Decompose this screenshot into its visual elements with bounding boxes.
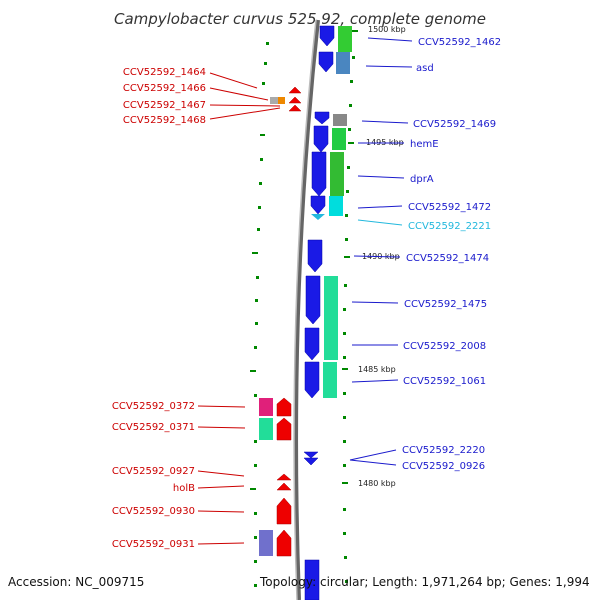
label-2220[interactable]: CCV52592_2220 (402, 445, 485, 456)
cds-2221-reverse[interactable] (311, 214, 325, 220)
cds-0372-forward[interactable] (276, 397, 292, 417)
genome-backbone-highlight (293, 19, 317, 600)
cds-1061-reverse[interactable] (304, 361, 320, 399)
cds-0931-forward[interactable] (276, 529, 292, 557)
cog-1061 (323, 362, 337, 398)
cds-holB-forward[interactable] (276, 482, 292, 491)
cds-2220-reverse[interactable] (303, 451, 319, 459)
label-1468[interactable]: CCV52592_1468 (123, 115, 206, 126)
cog-1462 (338, 26, 352, 52)
cds-1475-reverse[interactable] (305, 275, 321, 325)
label-2008[interactable]: CCV52592_2008 (403, 341, 486, 352)
label-1462[interactable]: CCV52592_1462 (418, 37, 501, 48)
label-1467[interactable]: CCV52592_1467 (123, 100, 206, 111)
label-1475[interactable]: CCV52592_1475 (404, 299, 487, 310)
left-ruler (250, 42, 269, 587)
cds-0371-forward[interactable] (276, 417, 292, 441)
cds-1474-reverse[interactable] (307, 239, 323, 273)
cds-bottom-reverse[interactable] (304, 559, 320, 600)
label-1469[interactable]: CCV52592_1469 (413, 119, 496, 130)
cds-asd-reverse[interactable] (318, 51, 334, 73)
accession-text: Accession: NC_009715 (8, 575, 144, 589)
label-0930[interactable]: CCV52592_0930 (112, 506, 195, 517)
cds-0930-forward[interactable] (276, 497, 292, 525)
cds-0927-forward[interactable] (276, 473, 292, 481)
connector-2221 (357, 219, 403, 226)
cds-2008-reverse[interactable] (304, 327, 320, 361)
label-1466[interactable]: CCV52592_1466 (123, 83, 206, 94)
cog-0931 (259, 530, 273, 556)
cog-1472 (329, 196, 343, 216)
genome-backbone (294, 19, 320, 600)
label-0927[interactable]: CCV52592_0927 (112, 466, 195, 477)
label-0372[interactable]: CCV52592_0372 (112, 401, 195, 412)
cog-1468-gray (270, 97, 278, 104)
reverse-strand-features (303, 25, 335, 600)
map-title: Campylobacter curvus 525.92, complete ge… (114, 10, 486, 28)
label-0371[interactable]: CCV52592_0371 (112, 422, 195, 433)
cog-column-right (323, 26, 352, 398)
cog-0372 (259, 398, 273, 416)
cds-1469-reverse[interactable] (314, 111, 330, 125)
label-1472[interactable]: CCV52592_1472 (408, 202, 491, 213)
label-1464[interactable]: CCV52592_1464 (123, 67, 206, 78)
label-0926[interactable]: CCV52592_0926 (402, 461, 485, 472)
label-holB[interactable]: holB (173, 483, 195, 494)
cds-1472-reverse[interactable] (310, 195, 326, 215)
right-ruler (342, 30, 358, 583)
label-1474[interactable]: CCV52592_1474 (406, 253, 489, 264)
cog-asd (336, 52, 350, 74)
cog-0371 (259, 418, 273, 440)
cog-1469 (333, 114, 347, 126)
right-connectors (349, 37, 413, 466)
label-2221[interactable]: CCV52592_2221 (408, 221, 491, 232)
kbp-1480: 1480 kbp (358, 479, 396, 488)
label-hemE[interactable]: hemE (410, 139, 439, 150)
label-asd[interactable]: asd (416, 63, 434, 74)
cog-1475 (324, 276, 338, 360)
label-0931[interactable]: CCV52592_0931 (112, 539, 195, 550)
kbp-1500: 1500 kbp (368, 25, 406, 34)
left-connectors (197, 72, 281, 545)
topology-text: Topology: circular; Length: 1,971,264 bp… (259, 575, 590, 589)
cog-hemE (332, 128, 346, 150)
cds-1466-forward[interactable] (288, 96, 302, 104)
cds-hemE-reverse[interactable] (313, 125, 329, 153)
right-labels: CCV52592_1462 asd CCV52592_1469 hemE dpr… (402, 37, 501, 472)
cds-1464-forward[interactable] (288, 86, 302, 94)
cog-1468-orange (278, 97, 285, 104)
kbp-1485: 1485 kbp (358, 365, 396, 374)
forward-strand-features (276, 86, 302, 557)
cog-dprA (330, 152, 344, 196)
cds-0926-reverse[interactable] (303, 457, 319, 466)
label-1061[interactable]: CCV52592_1061 (403, 376, 486, 387)
cds-1462-reverse[interactable] (319, 25, 335, 47)
cds-1467-forward[interactable] (288, 104, 302, 112)
label-dprA[interactable]: dprA (410, 174, 434, 185)
cds-dprA-reverse[interactable] (311, 151, 327, 197)
left-labels: CCV52592_1464 CCV52592_1466 CCV52592_146… (112, 67, 206, 550)
cog-column-left (259, 97, 285, 556)
